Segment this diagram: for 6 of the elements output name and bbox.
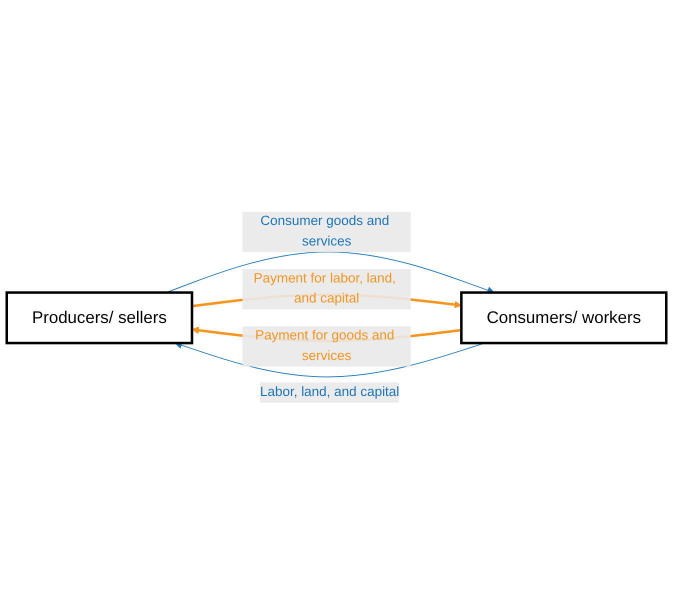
node-box: Consumers/ workers [460, 292, 668, 345]
edge-label: Consumer goods and services [260, 214, 390, 250]
edge-label: Payment for goods and services [255, 329, 394, 364]
edge-label: Labor, land, and capital [260, 385, 400, 400]
edge-label: Payment for labor, land, and capital [254, 272, 396, 306]
node-box: Producers/ sellers [5, 292, 194, 345]
